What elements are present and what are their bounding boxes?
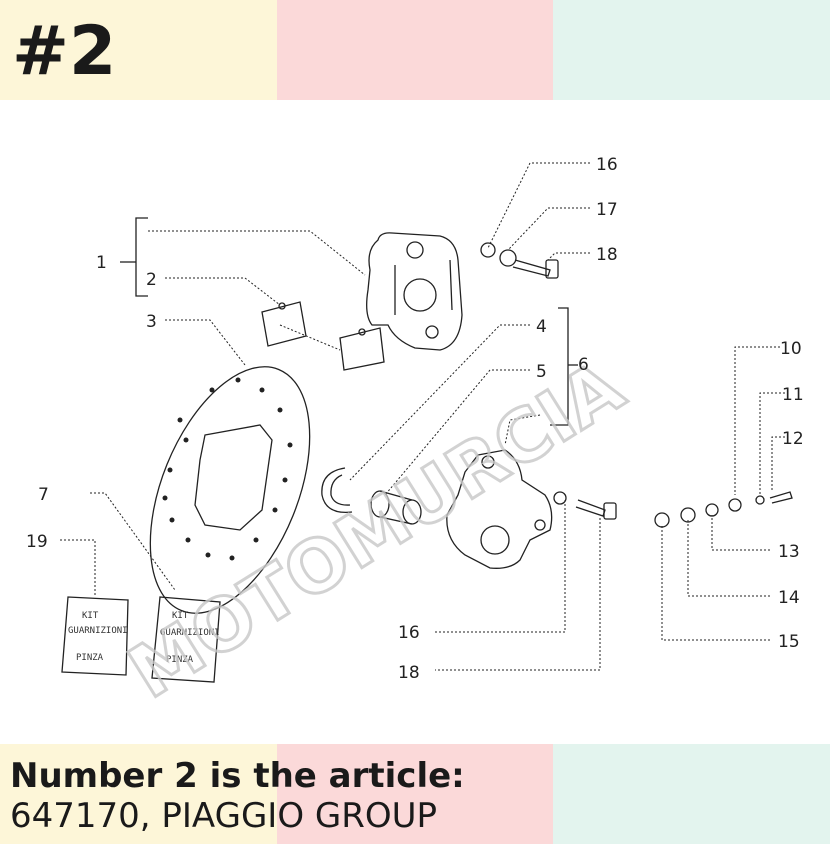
- bolt-assembly-lower: [553, 491, 617, 520]
- callout-1: 1: [96, 253, 107, 273]
- callout-16-top: 16: [596, 155, 618, 175]
- piston-5: [370, 490, 422, 525]
- band-mint: [553, 0, 830, 100]
- band-pink: [277, 0, 553, 100]
- band-pink-bottom: [277, 744, 553, 844]
- callout-18-bottom: 18: [398, 663, 420, 683]
- top-color-band: [0, 0, 830, 100]
- caption-subtitle: 647170, PIAGGIO GROUP: [10, 796, 438, 836]
- callout-2: 2: [146, 270, 157, 290]
- callout-16-bottom: 16: [398, 623, 420, 643]
- seal-ring-4: [321, 467, 353, 514]
- callout-14: 14: [778, 588, 800, 608]
- callout-15: 15: [778, 632, 800, 652]
- kit19-line1: KIT: [82, 611, 99, 621]
- kit7-line3: PINZA: [166, 655, 194, 665]
- bolt-assembly-upper: [480, 242, 559, 279]
- callout-10: 10: [780, 339, 802, 359]
- bleed-valve-assembly: [654, 491, 793, 528]
- kit19-line2: GUARNIZIONI: [68, 626, 128, 636]
- kit-pack-19: [61, 596, 129, 676]
- disc-holes: [162, 377, 293, 561]
- bottom-color-band: [0, 744, 830, 844]
- callout-13: 13: [778, 542, 800, 562]
- callout-17: 17: [596, 200, 618, 220]
- band-yellow: [0, 0, 277, 100]
- article-caption: Number 2 is the article: 647170, PIAGGIO…: [10, 756, 465, 836]
- caption-title: Number 2 is the article:: [10, 756, 465, 796]
- motomurcia-watermark: MOTOMURCIA: [114, 344, 637, 714]
- leader-lines: [60, 162, 785, 671]
- kit19-line3: PINZA: [76, 653, 104, 663]
- brake-caliper-upper: [366, 232, 463, 351]
- callout-11: 11: [782, 385, 804, 405]
- callout-6: 6: [578, 355, 589, 375]
- brake-disc-3: [149, 366, 311, 614]
- callout-18-top: 18: [596, 245, 618, 265]
- kit7-line2: GUARNIZIONI: [160, 628, 220, 638]
- kit-pack-7: [151, 596, 221, 683]
- brake-caliper-lower: [446, 449, 553, 569]
- callout-3: 3: [146, 312, 157, 332]
- item-number-badge: #2: [12, 12, 117, 91]
- exploded-parts-diagram: KIT GUARNIZIONI PINZA KIT GUARNIZIONI PI…: [26, 155, 804, 716]
- kit7-line1: KIT: [172, 611, 189, 621]
- callout-19: 19: [26, 532, 48, 552]
- band-yellow-bottom: [0, 744, 277, 844]
- callout-5: 5: [536, 362, 547, 382]
- callout-7: 7: [38, 485, 49, 505]
- callout-4: 4: [536, 317, 547, 337]
- brake-pad-set-2: [261, 301, 385, 371]
- callout-12: 12: [782, 429, 804, 449]
- band-mint-bottom: [553, 744, 830, 844]
